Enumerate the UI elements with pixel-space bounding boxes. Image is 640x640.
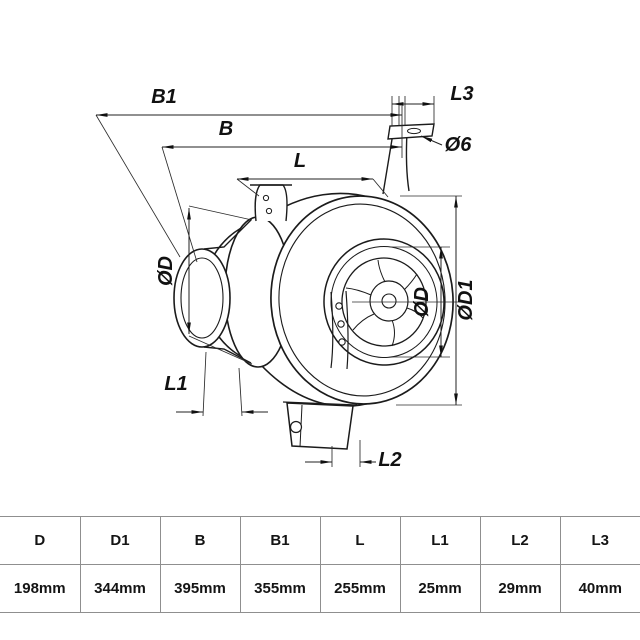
spec-value-cell: 344mm [79, 564, 161, 613]
label-l: L [294, 150, 306, 172]
spec-value-cell: 355mm [239, 564, 321, 613]
junction-box [282, 401, 358, 450]
extension-lines [95, 96, 468, 467]
label-dia6: Ø6 [445, 134, 473, 156]
inlet-spigot-bore [180, 257, 224, 339]
table-value-row: 198mm 344mm 395mm 355mm 255mm 25mm 29mm … [0, 564, 640, 613]
label-b: B [219, 118, 233, 140]
inlet-spigot-rim [173, 248, 231, 348]
label-dia-d1: ØD1 [455, 279, 477, 320]
spec-header-cell: L [319, 516, 401, 565]
label-b1: B1 [151, 86, 177, 108]
table-header-row: D D1 B B1 L L1 L2 L3 [0, 516, 640, 565]
label-dia-d-right: ØD [411, 287, 433, 317]
spec-header-cell: D1 [79, 516, 161, 565]
screw-icon [335, 302, 343, 310]
cable-gland-hole [289, 420, 303, 434]
spec-header-cell: L3 [559, 516, 640, 565]
impeller [345, 259, 424, 347]
fan-technical-drawing: B1 B L L3 Ø6 ØD ØD ØD1 L1 L2 [95, 83, 477, 471]
bracket-slot-hole [407, 127, 421, 135]
spec-value-cell: 29mm [479, 564, 561, 613]
spec-value-cell: 255mm [319, 564, 401, 613]
fan-body [173, 123, 454, 450]
label-l2: L2 [378, 449, 401, 471]
screw-icon [337, 320, 345, 328]
bracket-hole-icon [265, 207, 273, 215]
spec-value-cell: 198mm [0, 564, 81, 613]
label-dia-d-left: ØD [155, 256, 177, 286]
clamp-seam [330, 290, 349, 370]
impeller-hub-bore [381, 293, 397, 309]
bracket-hole-icon [262, 194, 270, 202]
impeller-hub [369, 280, 409, 322]
spec-value-cell: 395mm [159, 564, 241, 613]
spec-header-cell: B1 [239, 516, 321, 565]
spec-value-cell: 25mm [399, 564, 481, 613]
dimensions-table: D D1 B B1 L L1 L2 L3 198mm 344mm 395mm 3… [0, 516, 640, 613]
dimension-lines [96, 102, 458, 464]
top-right-bracket-arm [382, 131, 410, 195]
spec-header-cell: D [0, 516, 81, 565]
top-left-bracket [254, 184, 288, 222]
inlet-top-edge [203, 219, 252, 250]
screw-icon [338, 338, 346, 346]
spec-header-cell: B [159, 516, 241, 565]
label-l1: L1 [164, 373, 187, 395]
dia6-leader [420, 135, 443, 146]
dimension-labels: B1 B L L3 Ø6 ØD ØD ØD1 L1 L2 [151, 83, 477, 471]
spec-value-cell: 40mm [559, 564, 640, 613]
spec-header-cell: L1 [399, 516, 481, 565]
inlet-bottom-edge [203, 346, 252, 364]
label-l3: L3 [450, 83, 473, 105]
spec-header-cell: L2 [479, 516, 561, 565]
